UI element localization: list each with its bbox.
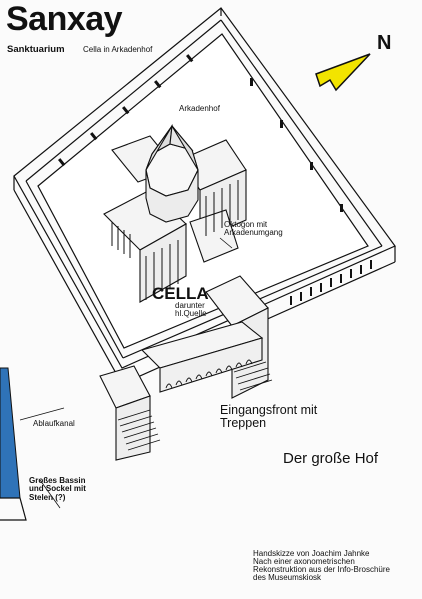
page-title: Sanxay bbox=[6, 0, 123, 38]
label-ablaufkanal: Ablaufkanal bbox=[33, 419, 75, 428]
label-hof: Der große Hof bbox=[283, 450, 379, 467]
north-label: N bbox=[377, 32, 392, 54]
label-bassin: Großes Bassin und Sockel mit Stelen (?) bbox=[29, 476, 86, 502]
north-arrow-icon bbox=[315, 53, 371, 92]
entrance-arches bbox=[165, 359, 253, 389]
basin-edge bbox=[0, 497, 27, 521]
arcade-windows bbox=[58, 54, 372, 305]
credit-note: Handskizze von Joachim Jahnke Nach einer… bbox=[253, 549, 390, 582]
cella-columns bbox=[111, 180, 239, 300]
label-cella-sub: darunter hl.Quelle bbox=[175, 301, 207, 318]
subtitle-main: Sanktuarium bbox=[7, 44, 65, 55]
entrance-front bbox=[99, 275, 269, 461]
label-eingangsfront: Eingangsfront mit Treppen bbox=[220, 403, 318, 431]
subtitle-detail: Cella in Arkadenhof bbox=[83, 45, 153, 54]
leader-lines bbox=[19, 237, 233, 509]
label-oktogon: Oktogon mit Arkadenumgang bbox=[224, 220, 283, 238]
basin-area bbox=[0, 367, 21, 499]
label-cella: CELLA bbox=[152, 284, 209, 303]
label-arkadenhof: Arkadenhof bbox=[179, 104, 220, 113]
entrance-stairs bbox=[117, 361, 273, 451]
